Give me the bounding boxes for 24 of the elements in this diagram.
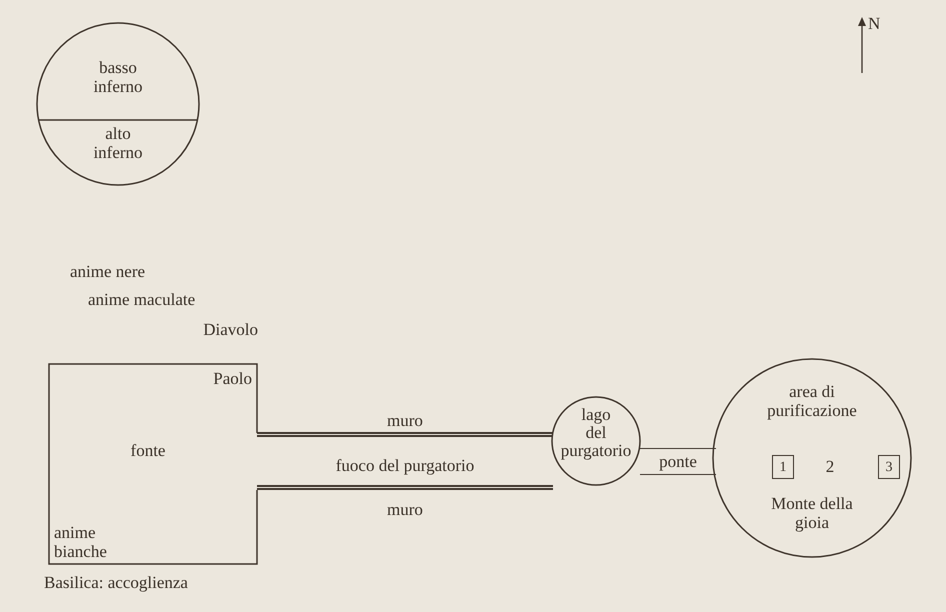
compass-label: N [868, 14, 882, 33]
number-label: 2 [824, 457, 836, 476]
area-label: fuoco del purgatorio [334, 456, 476, 475]
area-label: alto inferno [92, 124, 144, 162]
area-label: basso inferno [92, 58, 144, 96]
divided-circle-area [36, 22, 200, 186]
area-label: Monte della gioia [770, 494, 854, 532]
bridge-band [640, 448, 716, 475]
group-label: anime maculate [88, 290, 196, 309]
area-label: area di purificazione [766, 382, 858, 420]
lake-circle [551, 396, 641, 486]
area-label: ponte [658, 452, 698, 471]
wall-label: muro [386, 500, 424, 519]
wall-label: muro [386, 411, 424, 430]
area-label: lago del purgatorio [560, 406, 632, 460]
group-label: anime nere [70, 262, 146, 281]
name-label: Diavolo [202, 320, 258, 339]
number-box: 1 [772, 455, 794, 479]
name-label: Paolo [212, 369, 252, 388]
area-label: fonte [130, 441, 166, 460]
area-label: anime bianche [54, 523, 108, 561]
number-box: 3 [878, 455, 900, 479]
mountain-circle [712, 358, 912, 558]
place-label: Basilica: accoglienza [44, 573, 189, 592]
